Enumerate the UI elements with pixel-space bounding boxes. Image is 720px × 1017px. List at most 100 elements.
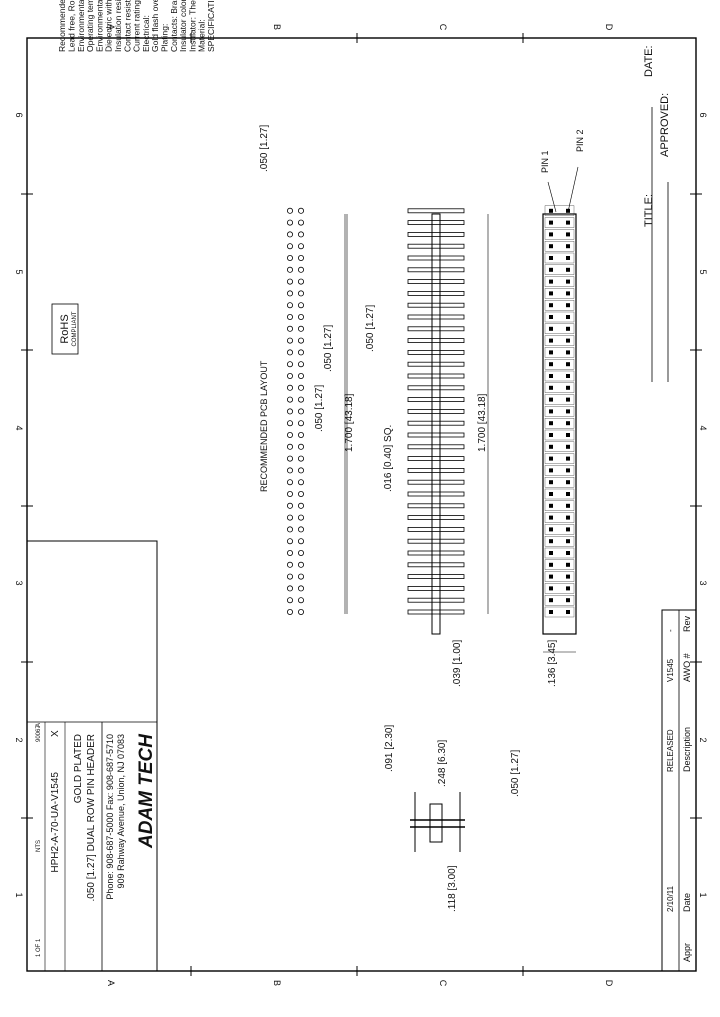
- zone-number: 6: [698, 112, 708, 117]
- top-pin: [549, 315, 553, 319]
- pcb-hole: [286, 396, 293, 403]
- side-pin: [407, 373, 465, 379]
- side-view-connector: .050 [1.27] 1.700 [43.18] .016 [0.40] SQ…: [323, 208, 465, 687]
- spec-line: Plating:: [160, 24, 170, 52]
- rohs-logo: RoHS COMPLIANT: [51, 303, 79, 355]
- top-pin: [566, 444, 570, 449]
- pcb-hole: [286, 550, 293, 557]
- pcb-hole: [297, 550, 304, 557]
- spec-line: Electrical:: [141, 15, 151, 52]
- pcb-hole: [297, 420, 304, 427]
- top-length-dim: 1.700 [43.18]: [477, 393, 488, 452]
- side-pin: [407, 503, 465, 509]
- pin1-label: PIN 1: [540, 150, 550, 173]
- pcb-hole: [297, 207, 304, 214]
- pcb-hole: [297, 361, 304, 368]
- side-pin: [407, 385, 465, 391]
- zone-number: 1: [698, 892, 708, 897]
- side-pin: [407, 255, 465, 261]
- pcb-hole: [297, 431, 304, 438]
- revision-cell: V1545: [666, 658, 675, 682]
- top-pin: [566, 279, 570, 284]
- pcb-pitch-dim: .050 [1.27]: [259, 125, 270, 172]
- side-length-dim: 1.700 [43.18]: [344, 393, 355, 452]
- top-pin: [549, 503, 553, 508]
- pcb-hole: [286, 325, 293, 332]
- side-pin: [407, 597, 465, 603]
- top-pin: [549, 551, 553, 555]
- top-pin: [549, 492, 553, 496]
- pcb-hole: [297, 502, 304, 509]
- top-pin: [549, 574, 553, 579]
- pin2-label: PIN 2: [575, 129, 585, 152]
- pcb-hole: [297, 514, 304, 521]
- pcb-hole: [286, 573, 293, 580]
- pcb-hole: [286, 443, 293, 450]
- pcb-hole: [286, 266, 293, 273]
- specifications-block: SPECIFICATIONS:Material:Insulator: Therm…: [57, 0, 216, 52]
- top-pin: [549, 279, 553, 284]
- top-pin: [566, 267, 570, 272]
- side-pin: [407, 444, 465, 450]
- top-pin: [566, 433, 570, 437]
- pcb-hole: [286, 408, 293, 415]
- revision-cell: RELEASED: [666, 729, 675, 772]
- top-pin: [549, 291, 553, 296]
- pcb-hole: [286, 372, 293, 379]
- top-pin: [566, 503, 570, 508]
- pcb-hole: [297, 526, 304, 533]
- approved-label: APPROVED:: [659, 93, 671, 157]
- pcb-hole: [297, 325, 304, 332]
- top-pin: [566, 456, 570, 461]
- zone-number: 2: [14, 737, 24, 742]
- size-value: A: [36, 723, 42, 727]
- top-pin: [566, 409, 570, 414]
- revision-header: Rev: [682, 615, 692, 632]
- pcb-hole: [286, 278, 293, 285]
- top-pin: [549, 456, 553, 461]
- top-pin: [549, 515, 553, 520]
- zone-number: 5: [698, 269, 708, 274]
- side-pin: [407, 243, 465, 249]
- side-pin: [407, 420, 465, 426]
- revision-header: AWO #: [682, 653, 692, 682]
- top-pin: [566, 586, 570, 591]
- pcb-hole: [297, 384, 304, 391]
- top-pin: [549, 338, 553, 343]
- zone-letter: D: [604, 24, 614, 31]
- pcb-hole: [297, 455, 304, 462]
- top-pin: [566, 468, 570, 473]
- pcb-hole: [297, 408, 304, 415]
- company-name: ADAM TECH: [136, 733, 157, 849]
- side-pin: [407, 468, 465, 473]
- pcb-hole: [286, 585, 293, 592]
- top-pin: [566, 350, 570, 355]
- spec-line: Environmental:: [76, 0, 86, 52]
- top-pin: [566, 220, 570, 225]
- pcb-hole: [297, 219, 304, 226]
- date-label: DATE:: [643, 45, 655, 77]
- top-height-dim: .136 [3.45]: [547, 640, 558, 687]
- spec-line: Dielectric withstanding voltage: 500 VAC…: [104, 0, 114, 52]
- pcb-hole: [286, 561, 293, 568]
- zone-number: 6: [14, 112, 24, 117]
- approval-block: APPROVED: DATE: TITLE:: [643, 45, 671, 382]
- side-pin: [407, 491, 465, 497]
- top-pin: [566, 374, 570, 378]
- side-pitch-dim: .050 [1.27]: [365, 305, 376, 352]
- side-pin: [407, 279, 465, 284]
- top-pin: [566, 562, 570, 567]
- pcb-hole: [286, 455, 293, 462]
- spec-line: Insulation resistance: 5,000 Mohms min. …: [113, 0, 123, 52]
- top-pin: [566, 291, 570, 296]
- pcb-hole: [297, 609, 304, 616]
- pcb-hole: [297, 443, 304, 450]
- pcb-hole: [286, 514, 293, 521]
- pcb-hole: [297, 561, 304, 568]
- pcb-caption: RECOMMENDED PCB LAYOUT: [259, 360, 269, 492]
- side-pin: [407, 338, 465, 343]
- side-pin: [407, 232, 465, 237]
- top-pin: [549, 208, 553, 213]
- top-pin: [566, 256, 570, 260]
